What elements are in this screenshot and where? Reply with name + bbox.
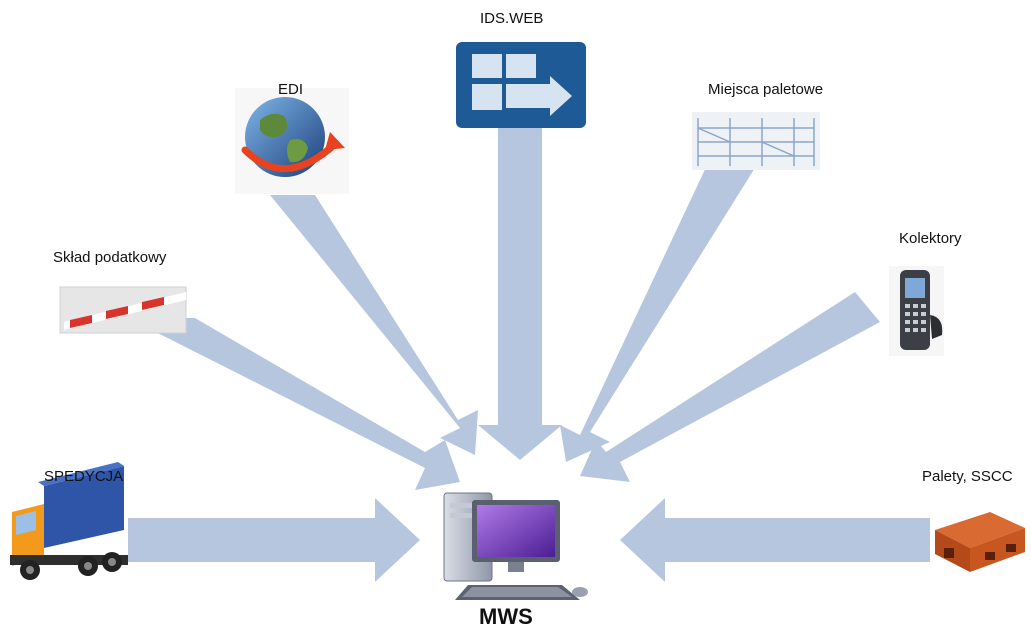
arrow-from-spedycja <box>128 498 420 582</box>
globe-arrow-icon <box>235 88 349 194</box>
arrow-from-miejsca-paletowe <box>560 163 758 462</box>
pallet-racking-icon <box>692 112 820 170</box>
computer-workstation-icon <box>443 492 588 600</box>
label-miejsca-paletowe: Miejsca paletowe <box>708 81 824 98</box>
label-spedycja: SPEDYCJA <box>44 468 124 485</box>
label-sklad-podatkowy: Skład podatkowy <box>53 249 167 266</box>
label-kolektory: Kolektory <box>899 230 962 247</box>
label-edi: EDI <box>278 81 304 98</box>
label-ids-web: IDS.WEB <box>480 10 544 27</box>
barcode-scanner-icon <box>889 266 944 356</box>
truck-icon <box>10 462 128 580</box>
label-mws: MWS <box>479 604 533 629</box>
label-palety-sscc: Palety, SSCC <box>922 468 1013 485</box>
pallet-icon <box>935 512 1025 572</box>
ids-web-logo-icon <box>456 42 586 128</box>
arrow-from-ids-web <box>478 128 562 460</box>
arrow-from-edi <box>270 195 478 455</box>
arrow-from-kolektory <box>580 292 880 482</box>
arrow-from-palety-sscc <box>620 498 930 582</box>
arrow-from-sklad-podatkowy <box>128 318 460 490</box>
barrier-gate-icon <box>59 286 187 334</box>
arrows <box>128 128 930 582</box>
